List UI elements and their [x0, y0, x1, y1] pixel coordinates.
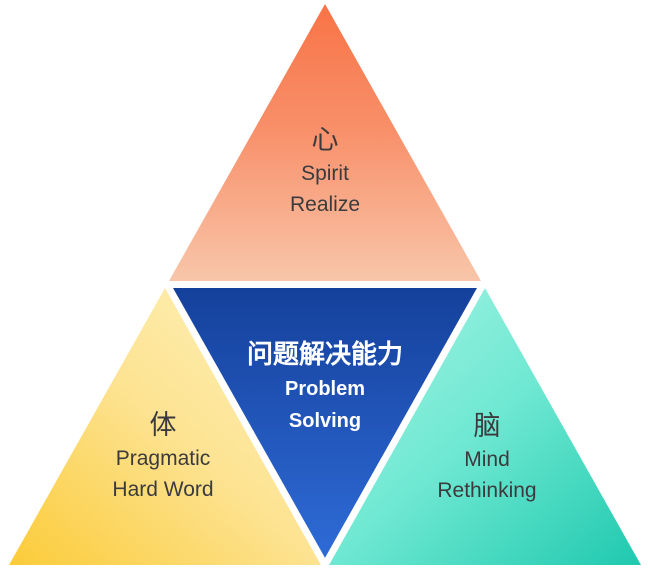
divider-left-diagonal	[149, 256, 335, 574]
triangle-center-shape	[167, 284, 483, 565]
triangle-left-shape	[9, 284, 325, 565]
triangle-right-shape	[325, 284, 641, 565]
triangle-top-shape	[167, 4, 483, 285]
divider-right-diagonal	[315, 256, 501, 574]
